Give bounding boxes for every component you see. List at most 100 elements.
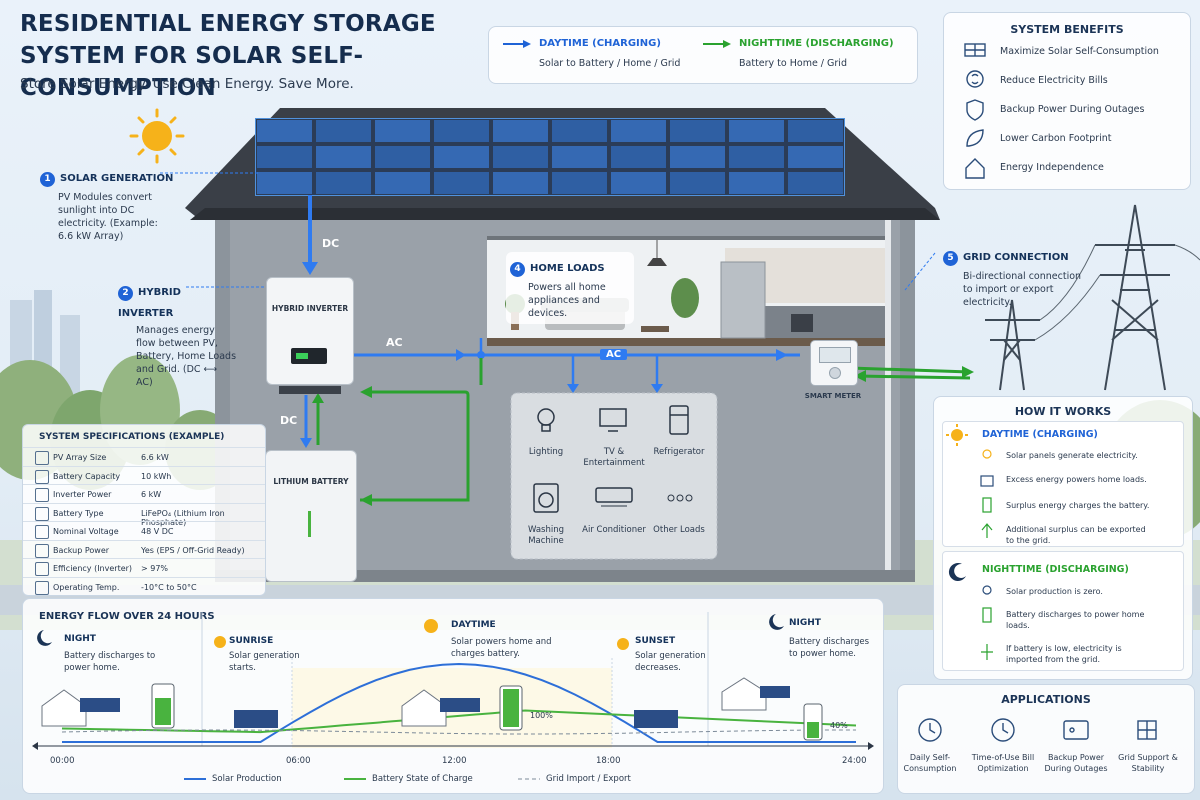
spec-label: Efficiency (Inverter) — [53, 564, 133, 573]
tv-icon — [599, 408, 627, 432]
step-title: GRID CONNECTION — [963, 252, 1069, 263]
solar-panel — [788, 172, 843, 194]
step-title: SOLAR GENERATION — [60, 173, 174, 184]
solar-panel — [375, 120, 430, 142]
solar-panel — [493, 146, 548, 168]
step-desc: Powers all home appliances and devices. — [528, 282, 606, 319]
ac-label-center: AC — [600, 349, 628, 360]
spec-value: LiFePO₄ (Lithium Iron Phosphate) — [141, 508, 225, 527]
benefit-item: Backup Power During Outages — [1000, 104, 1145, 115]
spec-label: PV Array Size — [53, 453, 107, 462]
solar-panel — [611, 120, 666, 142]
sun-icon — [214, 636, 226, 648]
solar-panel — [611, 146, 666, 168]
sun-icon — [946, 424, 968, 446]
nighttime-arrow-icon — [703, 40, 731, 48]
page-title: RESIDENTIAL ENERGY STORAGE SYSTEM FOR SO… — [20, 11, 436, 101]
loads-grid: Lighting TV & Entertainment Refrigerator… — [511, 393, 717, 559]
daytime-legend-label: DAYTIME (CHARGING) — [539, 38, 661, 49]
load-label: Refrigerator — [653, 447, 705, 457]
phase-desc: Solar generation starts. — [229, 651, 300, 673]
smart-meter — [810, 340, 858, 386]
phase-title: NIGHT — [64, 634, 96, 644]
solar-panel — [434, 172, 489, 194]
benefit-item: Lower Carbon Footprint — [1000, 133, 1112, 144]
how-step-icons — [980, 449, 994, 660]
step-desc: Manages energy flow between PV, Battery,… — [136, 325, 237, 388]
legend-soc: Battery State of Charge — [372, 774, 473, 784]
solar-panel — [552, 120, 607, 142]
phase-desc: Battery discharges to power home. — [789, 637, 870, 659]
clock-icon — [918, 718, 942, 742]
how-day-step: Surplus energy charges the battery. — [1006, 501, 1150, 510]
application-label: Daily Self-Consumption — [903, 753, 957, 773]
solar-panel — [670, 172, 725, 194]
phase-title: SUNSET — [635, 636, 676, 646]
flow-legend: DAYTIME (CHARGING) Solar to Battery / Ho… — [488, 26, 918, 84]
solar-panel — [316, 172, 371, 194]
solar-panel — [375, 146, 430, 168]
solar-panel — [493, 172, 548, 194]
load-label: Air Conditioner — [582, 525, 646, 535]
ac-icon — [595, 487, 633, 507]
dc-label-top: DC — [322, 237, 340, 250]
spec-label: Nominal Voltage — [53, 527, 119, 536]
solar-panel — [611, 172, 666, 194]
how-night-step: Solar production is zero. — [1006, 587, 1103, 596]
solar-panel — [670, 146, 725, 168]
specs-title: SYSTEM SPECIFICATIONS (EXAMPLE) — [39, 432, 225, 442]
legend-grid: Grid Import / Export — [546, 774, 631, 784]
spec-label: Operating Temp. — [53, 582, 120, 592]
step-number-badge: 1 — [40, 172, 55, 187]
shield-bolt-icon — [966, 99, 984, 121]
solar-panel — [257, 146, 312, 168]
spec-row: Operating Temp. -10°C to 50°C — [23, 576, 265, 598]
step-number-badge: 2 — [118, 286, 133, 301]
benefit-icons — [964, 43, 986, 179]
benefit-item: Reduce Electricity Bills — [1000, 75, 1108, 86]
chart-legend-lines — [184, 778, 540, 780]
battery-box-icon — [1063, 720, 1089, 740]
x-tick: 18:00 — [596, 756, 621, 766]
step-number-badge: 4 — [510, 262, 525, 277]
x-tick: 00:00 — [50, 756, 75, 766]
grid-icon — [1137, 720, 1157, 740]
shield-icon — [35, 488, 49, 502]
how-day-step: Solar panels generate electricity. — [1006, 451, 1138, 460]
backup-icon — [35, 543, 49, 558]
phase-title: DAYTIME — [451, 620, 496, 630]
sun-icon — [129, 108, 185, 164]
money-bag-icon — [966, 70, 984, 88]
panel-icon — [35, 451, 49, 465]
voltage-icon — [35, 525, 49, 539]
load-label: Lighting — [528, 447, 564, 457]
how-title: HOW IT WORKS — [1014, 405, 1112, 418]
daytime-legend-desc: Solar to Battery / Home / Grid — [539, 58, 681, 69]
daytime-arrow-icon — [503, 40, 531, 48]
moon-icon — [769, 614, 784, 630]
solar-panel — [729, 146, 784, 168]
solar-panel — [670, 120, 725, 142]
spec-value: -10°C to 50°C — [141, 582, 197, 592]
moon-icon — [948, 563, 966, 582]
hybrid-inverter: HYBRID INVERTER — [266, 277, 354, 394]
battery-label: LITHIUM BATTERY — [273, 477, 349, 486]
how-night-step: Battery discharges to power home loads. — [1006, 610, 1145, 630]
spec-value: 6.6 kW — [141, 453, 169, 462]
application-label: Grid Support & Stability — [1118, 753, 1178, 773]
battery-fill — [155, 698, 171, 725]
phase-desc: Battery discharges to power home. — [64, 651, 156, 673]
phase-desc: Solar generation decreases. — [635, 651, 706, 673]
step-number-badge: 5 — [943, 251, 958, 266]
how-night-step: If battery is low, electricity is import… — [1006, 644, 1122, 664]
solar-panel — [375, 172, 430, 194]
solar-panel — [257, 172, 312, 194]
solar-panel — [729, 120, 784, 142]
x-tick: 06:00 — [286, 756, 311, 766]
legend-solar: Solar Production — [212, 774, 282, 784]
fridge-icon — [669, 405, 689, 435]
